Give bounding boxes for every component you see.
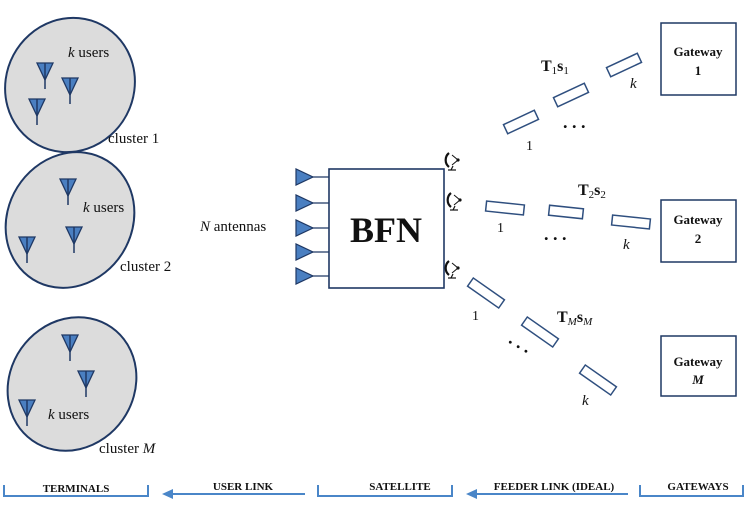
- satellite-antenna-icon: [295, 267, 315, 285]
- cluster-1-label: cluster 1: [108, 131, 159, 147]
- cluster-2-label: cluster 2: [120, 259, 171, 275]
- arrow-left-icon: [466, 489, 477, 499]
- beam-1-last-index: k: [630, 76, 637, 92]
- signal-block: [578, 363, 618, 397]
- dish-antenna-icon: [444, 151, 461, 172]
- gateway-1-box: [660, 22, 737, 96]
- gateway-1-index: 1: [695, 63, 702, 78]
- footer-terminals: TERMINALS: [3, 483, 149, 497]
- cluster-1: k users cluster 1: [4, 16, 159, 154]
- beam-2-signal-label: T2s2: [578, 182, 606, 201]
- cluster-m-label: cluster M: [99, 441, 157, 457]
- footer-gateways: GATEWAYS: [639, 481, 744, 497]
- footer-satellite: SATELLITE: [317, 481, 453, 497]
- signal-block: [552, 82, 590, 108]
- signal-block: [466, 276, 506, 310]
- feeder-link-m: 1 . . . k TMsM: [466, 276, 618, 409]
- dish-antenna-icon: [446, 191, 463, 212]
- footer-feeder-link-label: FEEDER LINK (IDEAL): [494, 481, 615, 493]
- beam-1-signal-label: T1s1: [541, 58, 569, 77]
- cluster-m: k users cluster M: [6, 316, 157, 457]
- arrow-left-icon: [162, 489, 173, 499]
- satellite-antenna-icon: [295, 194, 315, 212]
- satellite-antenna-array: [295, 168, 329, 285]
- gateway-2: Gateway 2: [660, 199, 737, 263]
- footer-user-link-label: USER LINK: [213, 481, 274, 493]
- signal-block: [605, 52, 643, 78]
- signal-block: [520, 315, 560, 349]
- gateway-1-word: Gateway: [673, 44, 723, 59]
- dish-antenna-icon: [444, 259, 461, 280]
- antennas-label: N antennas: [199, 219, 266, 235]
- satellite-antenna-icon: [295, 219, 315, 237]
- feeder-link-2: 1 . . . k T2s2: [484, 182, 652, 253]
- footer-satellite-label: SATELLITE: [369, 481, 431, 493]
- signal-block: [547, 204, 585, 220]
- beam-1-first-index: 1: [526, 139, 533, 154]
- beam-m-first-index: 1: [472, 309, 479, 324]
- cluster-1-ellipse: [4, 16, 136, 154]
- gateway-m-index: M: [691, 372, 704, 387]
- gateway-m-word: Gateway: [673, 354, 723, 369]
- gateway-2-word: Gateway: [673, 212, 723, 227]
- footer-terminals-label: TERMINALS: [43, 483, 110, 495]
- signal-block: [610, 214, 652, 230]
- beam-2-ellipsis: . . .: [544, 224, 567, 244]
- cluster-1-users-label: k users: [68, 45, 109, 61]
- bfn-label: BFN: [350, 210, 422, 250]
- satellite-antenna-icon: [295, 168, 315, 186]
- beam-m-signal-label: TMsM: [557, 309, 593, 328]
- footer-feeder-link: FEEDER LINK (IDEAL): [466, 481, 628, 499]
- beam-2-last-index: k: [623, 237, 630, 253]
- cluster-2-ellipse: [4, 151, 136, 289]
- cluster-2-users-label: k users: [83, 200, 124, 216]
- gateway-m-box: [660, 335, 737, 397]
- signal-block: [484, 200, 526, 216]
- bfn-box: [328, 168, 445, 289]
- footer-bar: TERMINALS USER LINK SATELLITE FEEDER LIN…: [3, 481, 744, 499]
- satellite-antenna-icon: [295, 243, 315, 261]
- beam-2-first-index: 1: [497, 221, 504, 236]
- beam-1-ellipsis: . . .: [563, 112, 586, 132]
- cluster-m-ellipse: [6, 316, 138, 452]
- footer-gateways-label: GATEWAYS: [667, 481, 728, 493]
- cluster-2: k users cluster 2: [4, 151, 171, 289]
- signal-block: [502, 109, 540, 135]
- gateway-2-box: [660, 199, 737, 263]
- gateway-m: Gateway M: [660, 335, 737, 397]
- gateway-1: Gateway 1: [660, 22, 737, 96]
- cluster-m-users-label: k users: [48, 407, 89, 423]
- gateway-2-index: 2: [695, 231, 702, 246]
- footer-user-link: USER LINK: [162, 481, 305, 499]
- feeder-link-1: 1 . . . k T1s1: [502, 52, 643, 154]
- beam-m-last-index: k: [582, 393, 589, 409]
